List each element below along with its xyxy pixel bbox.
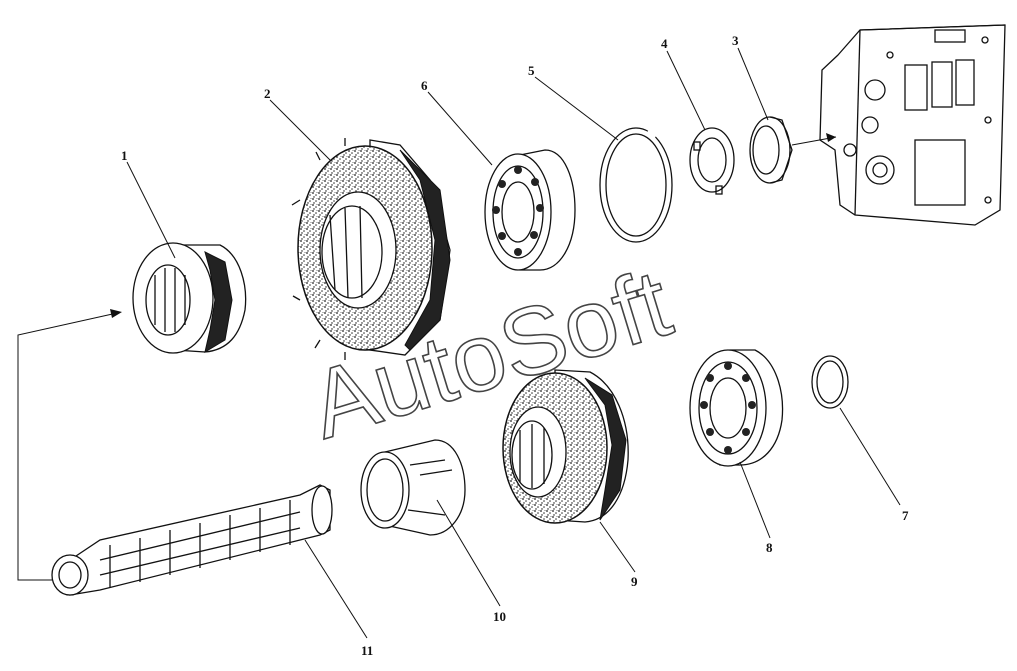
large-gear-icon <box>291 138 451 360</box>
assembly-arrow <box>791 133 837 146</box>
ball-bearing-icon <box>689 349 784 467</box>
nut-icon <box>749 116 793 184</box>
callout-part-4: 4 <box>661 36 668 51</box>
bushing-icon <box>360 439 466 536</box>
callout-part-6: 6 <box>421 78 428 93</box>
splined-gear-small-icon <box>132 242 247 354</box>
ball-bearing-icon <box>484 149 576 271</box>
callout-part-3: 3 <box>732 33 739 48</box>
assembly-line <box>17 309 122 581</box>
retaining-ring-icon <box>811 355 849 409</box>
callout-part-1: 1 <box>121 148 128 163</box>
gear-icon <box>502 369 629 524</box>
lock-washer-icon <box>689 127 735 195</box>
callout-part-7: 7 <box>902 508 909 523</box>
callout-part-10: 10 <box>493 609 506 624</box>
callout-part-8: 8 <box>766 540 773 555</box>
callouts: 1 2 3 4 5 6 7 8 9 10 11 <box>121 33 909 658</box>
callout-part-5: 5 <box>528 63 535 78</box>
gearbox-housing-icon <box>819 24 1006 226</box>
callout-part-9: 9 <box>631 574 638 589</box>
callout-part-2: 2 <box>264 86 271 101</box>
snap-ring-icon <box>599 127 673 243</box>
callout-part-11: 11 <box>361 643 373 658</box>
splined-shaft-icon <box>51 484 333 596</box>
leader-lines <box>126 47 901 639</box>
